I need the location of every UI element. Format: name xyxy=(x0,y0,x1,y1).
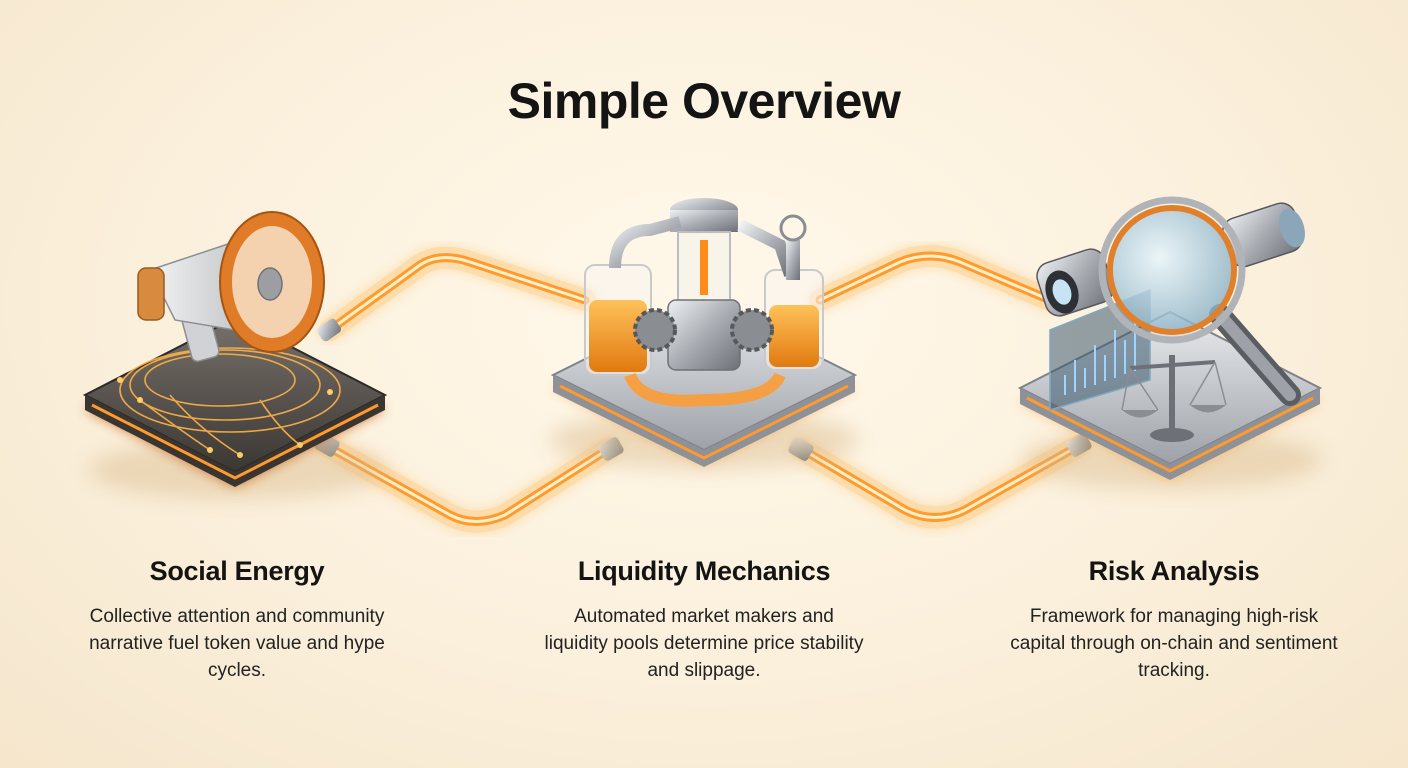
stage-description: Framework for managing high-risk capital… xyxy=(1004,603,1344,684)
magnifier-scale-icon xyxy=(1020,199,1322,490)
stage-heading: Social Energy xyxy=(67,556,407,587)
liquidity-pump-icon xyxy=(549,198,859,470)
stage-heading: Liquidity Mechanics xyxy=(534,556,874,587)
stage-risk-analysis: Risk Analysis Framework for managing hig… xyxy=(1004,556,1344,684)
stage-heading: Risk Analysis xyxy=(1004,556,1344,587)
stage-description: Collective attention and community narra… xyxy=(67,603,407,684)
stage-description: Automated market makers and liquidity po… xyxy=(534,603,874,684)
stage-liquidity-mechanics: Liquidity Mechanics Automated market mak… xyxy=(534,556,874,684)
stage-social-energy: Social Energy Collective attention and c… xyxy=(67,556,407,684)
megaphone-icon xyxy=(85,212,388,500)
